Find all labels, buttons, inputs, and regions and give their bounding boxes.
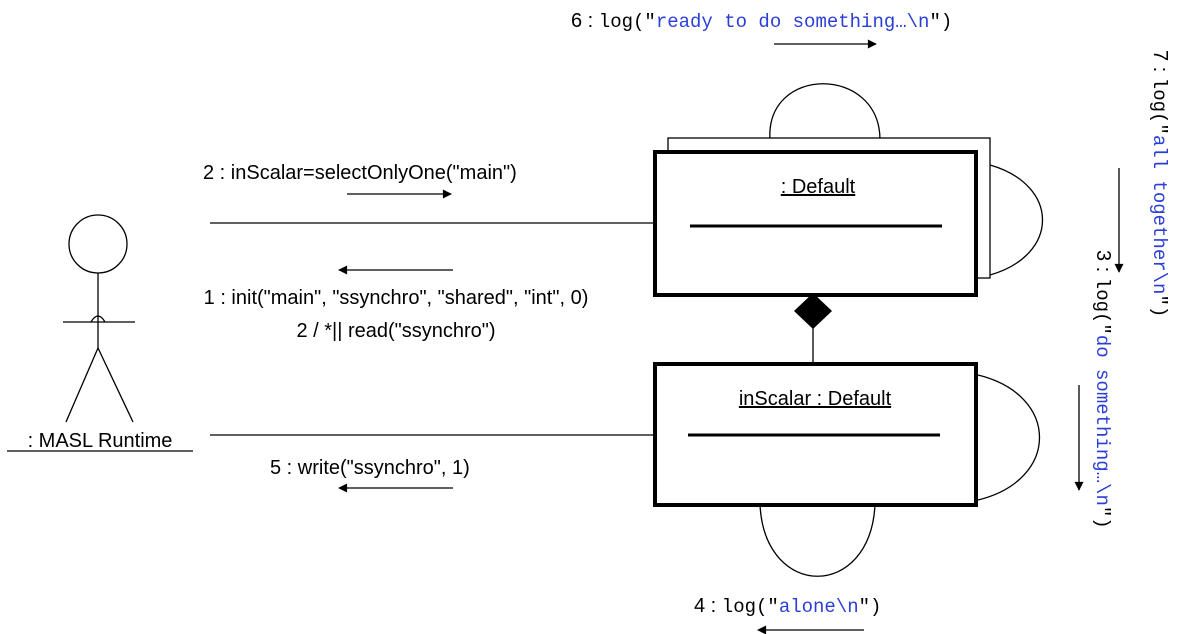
message-4-label: 4 : log("alone\n")	[694, 595, 881, 618]
self-loop-default-right	[989, 164, 1043, 276]
actor-label: : MASL Runtime	[28, 430, 173, 452]
message-1-label-line1: 1 : init("main", "ssynchro", "shared", "…	[204, 287, 589, 309]
inscalar-object-label: inScalar : Default	[739, 388, 892, 410]
self-loop-inscalar-bottom	[759, 504, 876, 577]
actor-neck-curve	[90, 315, 106, 323]
message-1-label-line2: 2 / *|| read("ssynchro")	[296, 320, 495, 342]
actor-figure	[63, 214, 135, 423]
actor-right-leg	[97, 347, 134, 423]
self-loop-inscalar-right	[977, 374, 1041, 501]
actor-left-leg	[65, 347, 99, 423]
default-object-box	[653, 150, 978, 297]
message-7-label: 7 : log("all together\n")	[1148, 50, 1171, 317]
self-loop-default-top	[769, 83, 881, 141]
actor-head	[68, 214, 128, 274]
message-3-label: 3 : log("do something…\n")	[1091, 250, 1114, 529]
default-object-label: : Default	[781, 176, 856, 198]
composition-diamond	[794, 293, 832, 329]
message-5-label: 5 : write("ssynchro", 1)	[270, 457, 470, 479]
message-6-label: 6 : log("ready to do something…\n")	[571, 10, 952, 33]
message-2-label: 2 : inScalar=selectOnlyOne("main")	[203, 162, 517, 184]
